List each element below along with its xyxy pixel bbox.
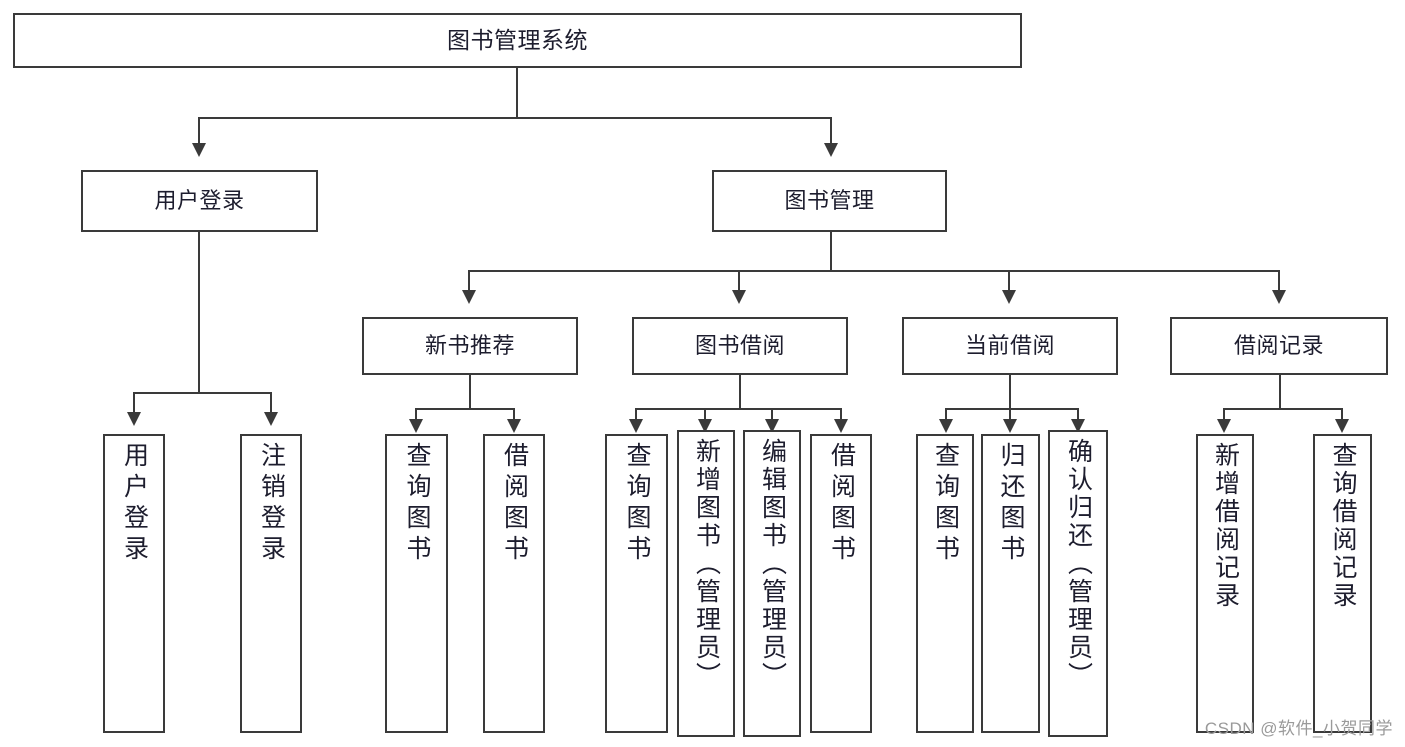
node-label: 查询图书 (931, 442, 960, 566)
node-root-book-management-system[interactable]: 图书管理系统 (13, 13, 1023, 69)
edge-current-borrow-drop-2 (1009, 408, 1011, 421)
node-label: 新书推荐 (424, 332, 515, 358)
arrowhead-leaf-add-book (698, 419, 712, 433)
node-label: 用户登录 (120, 442, 149, 566)
leaf-borrow-book-borrow[interactable]: 借阅图书 (810, 434, 873, 734)
edge-book-borrow-drop-1 (635, 408, 637, 421)
arrowhead-user-login (192, 143, 206, 157)
leaf-query-book-borrow[interactable]: 查询图书 (605, 434, 669, 734)
edge-current-borrow-stem (1009, 375, 1011, 408)
arrowhead-borrow-record (1272, 290, 1286, 304)
arrowhead-current-borrow (1002, 290, 1016, 304)
arrowhead-leaf-add-record (1217, 419, 1231, 433)
edge-new-book-stem (469, 375, 471, 408)
edge-to-current-borrow (1008, 270, 1010, 292)
edge-book-manage-bus (468, 270, 1280, 272)
node-label: 编辑图书（管理员） (758, 438, 787, 690)
edge-borrow-record-drop-1 (1223, 408, 1225, 421)
edge-to-book-borrow (738, 270, 740, 292)
arrowhead-leaf-user-login (127, 412, 141, 426)
arrowhead-leaf-edit-book (765, 419, 779, 433)
arrowhead-leaf-query-record (1335, 419, 1349, 433)
node-label: 图书管理 (784, 187, 875, 213)
node-book-borrowing[interactable]: 图书借阅 (632, 317, 849, 376)
edge-user-login-bus (133, 392, 270, 394)
leaf-user-login[interactable]: 用户登录 (103, 434, 166, 734)
leaf-query-book-current[interactable]: 查询图书 (916, 434, 975, 734)
node-current-borrowing[interactable]: 当前借阅 (902, 317, 1119, 376)
edge-user-login-stem (198, 232, 200, 392)
edge-current-borrow-drop-3 (1077, 408, 1079, 421)
leaf-logout[interactable]: 注销登录 (240, 434, 303, 734)
edge-to-borrow-record (1278, 270, 1280, 292)
edge-borrow-record-drop-2 (1341, 408, 1343, 421)
edge-book-borrow-bus (635, 408, 842, 410)
arrowhead-book-borrow (732, 290, 746, 304)
watermark-credit: CSDN @软件_小贺同学 (1204, 719, 1393, 738)
arrowhead-leaf-query-book-3 (939, 419, 953, 433)
edge-book-borrow-stem (739, 375, 741, 408)
node-user-login[interactable]: 用户登录 (81, 170, 319, 233)
leaf-add-book-admin[interactable]: 新增图书（管理员） (677, 430, 736, 738)
arrowhead-book-manage (824, 143, 838, 157)
node-label: 用户登录 (154, 187, 245, 213)
node-label: 借阅图书 (827, 442, 856, 566)
edge-user-login-drop-2 (270, 392, 272, 414)
node-label: 借阅记录 (1233, 332, 1324, 358)
edge-current-borrow-bus (945, 408, 1078, 410)
arrowhead-leaf-borrow-book-1 (507, 419, 521, 433)
node-label: 查询借阅记录 (1329, 442, 1357, 610)
edge-root-bus (198, 117, 832, 119)
node-label: 归还图书 (997, 442, 1025, 566)
edge-new-book-drop-2 (513, 408, 515, 421)
node-label: 注销登录 (257, 442, 286, 566)
edge-book-borrow-drop-2 (704, 408, 706, 421)
edge-borrow-record-bus (1223, 408, 1342, 410)
arrowhead-leaf-return-book (1003, 419, 1017, 433)
node-book-management[interactable]: 图书管理 (712, 170, 948, 233)
edge-root-stem (516, 68, 518, 117)
leaf-query-borrow-record[interactable]: 查询借阅记录 (1313, 434, 1373, 734)
edge-user-login-drop-1 (133, 392, 135, 414)
node-label: 新增借阅记录 (1211, 442, 1240, 610)
leaf-confirm-return-admin[interactable]: 确认归还（管理员） (1048, 430, 1109, 738)
leaf-borrow-book-recommend[interactable]: 借阅图书 (483, 434, 546, 734)
edge-new-book-bus (415, 408, 514, 410)
node-label: 借阅图书 (500, 442, 529, 566)
node-label: 确认归还（管理员） (1064, 438, 1093, 690)
node-label: 新增图书（管理员） (692, 438, 721, 690)
edge-book-borrow-drop-4 (840, 408, 842, 421)
node-label: 当前借阅 (964, 332, 1055, 358)
node-label: 图书管理系统 (447, 26, 588, 53)
leaf-edit-book-admin[interactable]: 编辑图书（管理员） (743, 430, 802, 738)
arrowhead-new-book-recommend (462, 290, 476, 304)
arrowhead-leaf-query-book-2 (629, 419, 643, 433)
edge-root-to-book-manage (830, 117, 832, 145)
edge-root-to-user-login (198, 117, 200, 145)
edge-to-new-book-recommend (468, 270, 470, 292)
leaf-query-book-recommend[interactable]: 查询图书 (385, 434, 449, 734)
node-borrowing-record[interactable]: 借阅记录 (1170, 317, 1389, 376)
arrowhead-leaf-logout (264, 412, 278, 426)
edge-book-borrow-drop-3 (771, 408, 773, 421)
leaf-return-book[interactable]: 归还图书 (981, 434, 1041, 734)
leaf-add-borrow-record[interactable]: 新增借阅记录 (1196, 434, 1255, 734)
edge-borrow-record-stem (1279, 375, 1281, 408)
node-label: 图书借阅 (694, 332, 785, 358)
arrowhead-leaf-borrow-book-2 (834, 419, 848, 433)
edge-new-book-drop-1 (415, 408, 417, 421)
edge-book-manage-stem (830, 232, 832, 270)
node-new-book-recommendation[interactable]: 新书推荐 (362, 317, 579, 376)
arrowhead-leaf-confirm-return (1071, 419, 1085, 433)
node-label: 查询图书 (623, 442, 651, 566)
arrowhead-leaf-query-book-1 (409, 419, 423, 433)
node-label: 查询图书 (403, 442, 431, 566)
edge-current-borrow-drop-1 (945, 408, 947, 421)
